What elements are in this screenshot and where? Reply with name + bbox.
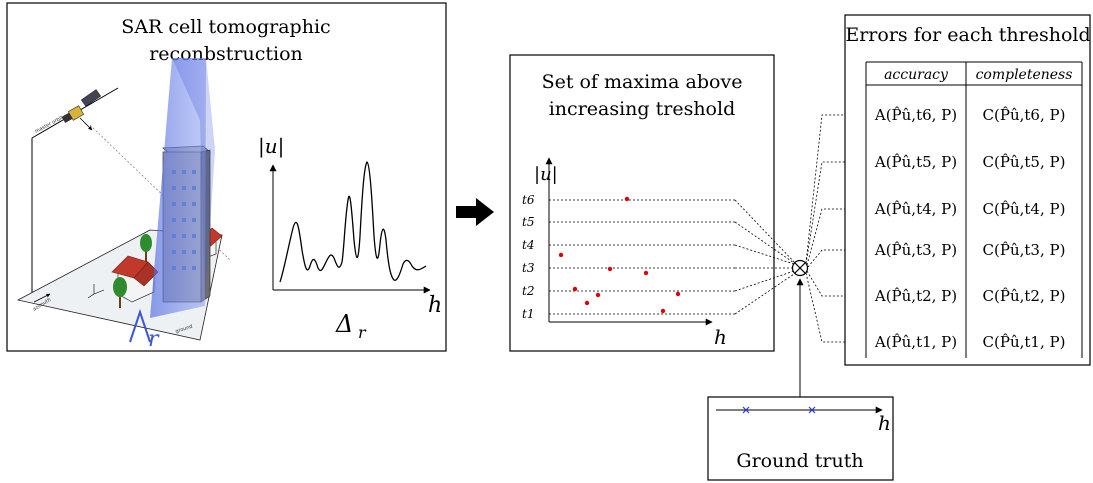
- threshold-label-t5: t5: [522, 215, 534, 229]
- completeness-cell: C(P̂û,t2, P): [983, 287, 1066, 305]
- maxima-ylabel: |u|: [534, 164, 558, 185]
- tree-icon: [140, 234, 152, 262]
- maxima-panel-title-line1: Set of maxima above: [542, 71, 743, 93]
- table-row: A(P̂û,t5, P) C(P̂û,t5, P): [874, 153, 1066, 171]
- accuracy-cell: A(P̂û,t5, P): [874, 153, 957, 171]
- accuracy-cell: A(P̂û,t2, P): [874, 287, 957, 305]
- table-row: A(P̂û,t6, P) C(P̂û,t6, P): [874, 106, 1066, 124]
- sar-panel-title-line1: SAR cell tomographic: [121, 16, 330, 38]
- delta-sub-label: r: [358, 323, 367, 342]
- completeness-cell: C(P̂û,t6, P): [983, 106, 1066, 124]
- table-row: A(P̂û,t4, P) C(P̂û,t4, P): [874, 200, 1066, 218]
- house-left: [111, 255, 159, 303]
- sar-panel: SAR cell tomographic reconbstruction mas…: [6, 2, 447, 352]
- maxima-points: [558, 196, 681, 314]
- threshold-label-t6: t6: [522, 193, 535, 207]
- maxima-point: [572, 286, 578, 292]
- maxima-point: [660, 308, 666, 314]
- converging-lines: [734, 199, 798, 315]
- threshold-label-t3: t3: [522, 261, 535, 275]
- maxima-panel-frame: [509, 54, 775, 352]
- maxima-point: [558, 252, 564, 258]
- profile-ylabel: |u|: [258, 134, 284, 159]
- maxima-panel-title-line2: increasing treshold: [549, 98, 736, 120]
- ground-truth-xlabel: h: [878, 411, 891, 435]
- tower-windows: [172, 170, 196, 270]
- azimuth-arrow: [33, 293, 51, 303]
- coordinate-axes-icon: [87, 284, 105, 299]
- accuracy-cell: A(P̂û,t4, P): [874, 200, 957, 218]
- accuracy-cell: A(P̂û,t6, P): [874, 106, 957, 124]
- profile-curve: [279, 161, 427, 283]
- maxima-point: [607, 266, 613, 272]
- threshold-label-t1: t1: [522, 307, 534, 321]
- completeness-cell: C(P̂û,t4, P): [983, 200, 1066, 218]
- radar-beam-shade: [172, 58, 215, 306]
- threshold-label-t4: t4: [522, 238, 534, 252]
- column-header-completeness: completeness: [976, 67, 1073, 83]
- ground-truth-label: Ground truth: [736, 450, 863, 472]
- accuracy-cell: A(P̂û,t3, P): [874, 241, 957, 259]
- combiner-node: [791, 259, 809, 277]
- maxima-point: [643, 270, 649, 276]
- threshold-label-t2: t2: [522, 284, 534, 298]
- ground-label: ground: [175, 324, 194, 335]
- reflectivity-profile-plot: |u| h Δ r: [258, 134, 442, 342]
- completeness-cell: C(P̂û,t3, P): [983, 241, 1066, 259]
- maxima-xlabel: h: [714, 325, 727, 349]
- completeness-cell: C(P̂û,t5, P): [983, 153, 1066, 171]
- tree-icon: [113, 277, 127, 308]
- cone-r-label: r: [148, 327, 160, 352]
- delta-label: Δ: [335, 310, 353, 338]
- table-row: A(P̂û,t2, P) C(P̂û,t2, P): [874, 287, 1066, 305]
- maxima-point: [595, 292, 601, 298]
- ground-truth-marks: [742, 406, 816, 414]
- maxima-point: [624, 196, 630, 202]
- threshold-lines: [549, 199, 735, 315]
- ground-truth-panel: h Ground truth: [707, 396, 894, 481]
- resolution-cone-label: r: [129, 308, 160, 352]
- look-direction-line: [89, 124, 231, 261]
- errors-panel-title: Errors for each threshold: [845, 24, 1090, 46]
- errors-panel: Errors for each threshold accuracy compl…: [844, 14, 1091, 366]
- table-row: A(P̂û,t1, P) C(P̂û,t1, P): [874, 333, 1066, 351]
- flow-arrow-1: [456, 198, 494, 226]
- ground-truth-panel-frame: [707, 396, 894, 481]
- satellite-icon: [61, 89, 102, 131]
- maxima-panel: Set of maxima above increasing treshold …: [509, 54, 775, 352]
- profile-xlabel: h: [428, 293, 442, 318]
- accuracy-cell: A(P̂û,t1, P): [874, 333, 957, 351]
- errors-panel-frame: [844, 14, 1091, 366]
- maxima-point: [584, 300, 590, 306]
- completeness-cell: C(P̂û,t1, P): [983, 333, 1066, 351]
- table-row: A(P̂û,t3, P) C(P̂û,t3, P): [874, 241, 1066, 259]
- column-header-accuracy: accuracy: [884, 67, 949, 83]
- maxima-point: [675, 291, 681, 297]
